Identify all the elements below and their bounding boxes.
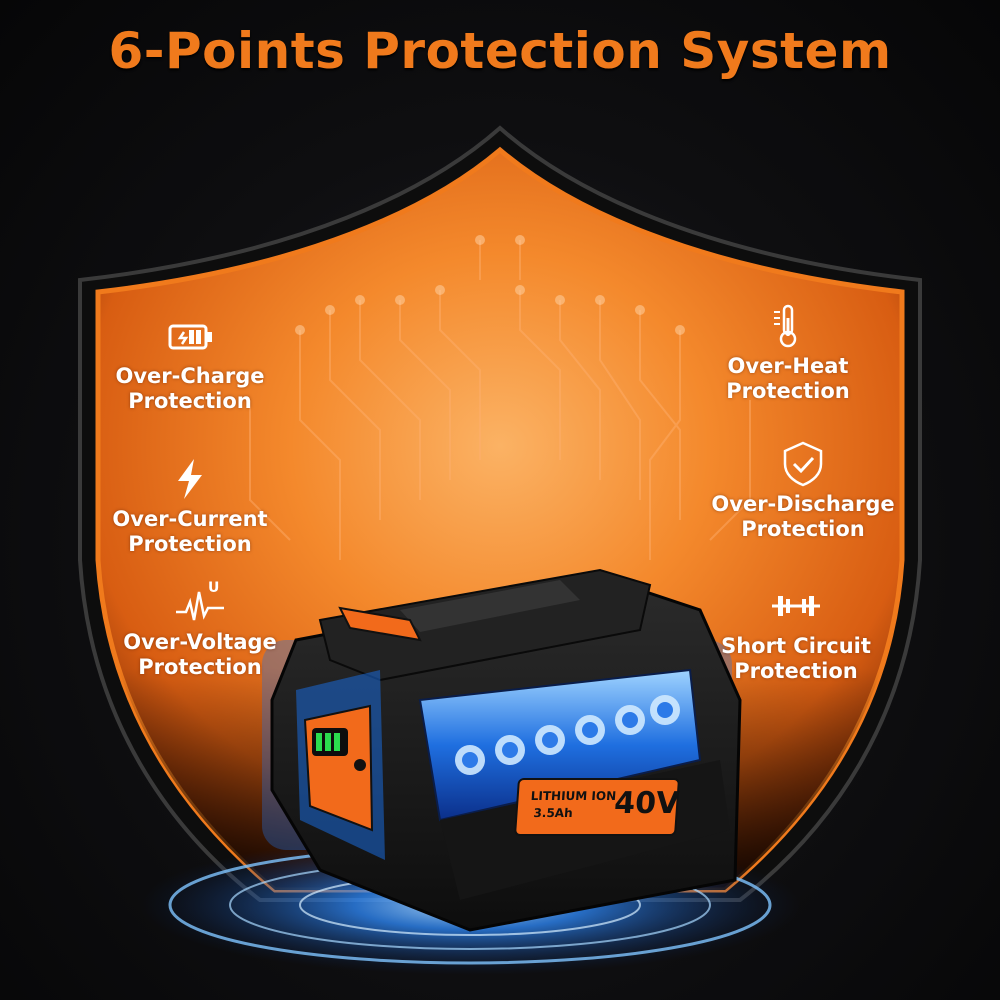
feature-label-line1: Over-Current	[112, 507, 268, 531]
battery-chemistry: LITHIUM ION	[530, 789, 617, 803]
thermometer-icon	[774, 304, 797, 348]
feature-short-circuit: Short Circuit Protection	[676, 582, 916, 684]
feature-label-line2: Protection	[138, 655, 262, 679]
battery-charge-icon	[168, 324, 212, 350]
feature-over-charge: Over-Charge Protection	[70, 312, 310, 414]
feature-label-line1: Over-Charge	[115, 364, 265, 388]
battery-latch	[338, 606, 422, 642]
voltage-wave-icon: U	[176, 580, 224, 621]
feature-over-voltage: U Over-Voltage Protection	[80, 578, 320, 680]
feature-label-line2: Protection	[741, 517, 865, 541]
feature-label-line1: Over-Heat	[727, 354, 849, 378]
feature-label-line2: Protection	[734, 659, 858, 683]
voltage-icon-letter: U	[208, 580, 219, 596]
short-circuit-icon	[772, 596, 820, 616]
battery-voltage: 40V	[613, 786, 681, 821]
circuit-traces	[249, 240, 751, 560]
battery-capacity: 3.5Ah	[533, 806, 574, 820]
battery-label: LITHIUM ION 3.5Ah 40V	[513, 778, 681, 836]
feature-label-line2: Protection	[128, 532, 252, 556]
circuit-nodes	[295, 235, 685, 335]
lightning-bolt-icon	[178, 459, 202, 499]
feature-label-line2: Protection	[128, 389, 252, 413]
page-title: 6-Points Protection System	[108, 22, 892, 80]
charge-indicator-leds	[316, 733, 340, 751]
feature-over-current: Over-Current Protection	[70, 455, 310, 557]
feature-label-line2: Protection	[726, 379, 850, 403]
feature-label-line1: Over-Discharge	[711, 492, 895, 516]
feature-label-line1: Short Circuit	[721, 634, 871, 658]
feature-label-line1: Over-Voltage	[123, 630, 277, 654]
feature-over-heat: Over-Heat Protection	[668, 302, 908, 404]
indicator-button	[354, 759, 366, 771]
feature-over-discharge: Over-Discharge Protection	[683, 440, 923, 542]
shield-check-icon	[783, 441, 823, 487]
battery-pack	[262, 568, 742, 932]
